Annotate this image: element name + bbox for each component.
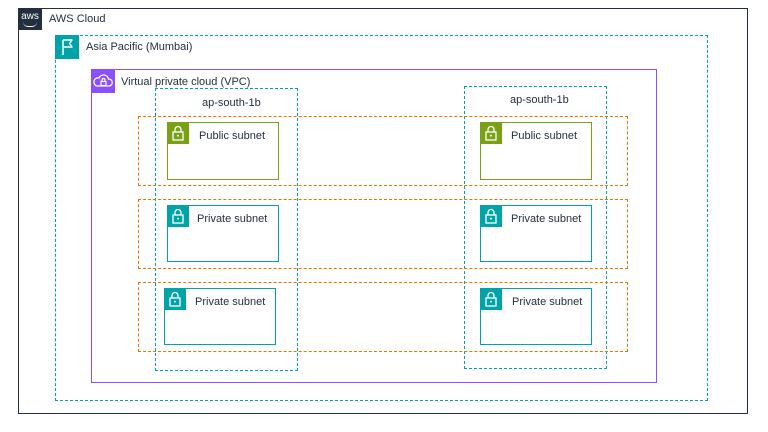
cloud-lock-icon — [91, 69, 115, 93]
availability-zone-left — [155, 88, 298, 371]
subnet-left-private-1-label: Private subnet — [197, 213, 268, 225]
subnet-left-public-label: Public subnet — [199, 130, 266, 142]
subnet-right-private-1-label: Private subnet — [511, 213, 582, 225]
aws-logo-icon: aws — [18, 8, 42, 30]
availability-zone-right-label: ap-south-1b — [510, 94, 569, 106]
aws-cloud-label: AWS Cloud — [49, 13, 106, 25]
padlock-icon — [167, 205, 189, 227]
vpc-group — [91, 69, 657, 383]
padlock-icon — [164, 288, 186, 310]
subnet-left-public — [167, 122, 279, 180]
padlock-icon — [480, 205, 502, 227]
subnet-right-private-1 — [480, 205, 592, 262]
region-label: Asia Pacific (Mumbai) — [86, 41, 193, 53]
subnet-row-private-2 — [138, 282, 628, 352]
aws-cloud-group — [18, 8, 748, 414]
subnet-right-private-2 — [480, 288, 592, 345]
subnet-left-private-2 — [164, 288, 276, 345]
subnet-right-private-2-label: Private subnet — [512, 296, 583, 308]
flag-icon — [55, 35, 79, 59]
padlock-icon — [480, 288, 502, 310]
subnet-row-private-1 — [138, 199, 628, 269]
padlock-icon — [480, 122, 502, 144]
aws-logo-text: aws — [21, 11, 39, 22]
subnet-left-private-2-label: Private subnet — [195, 296, 266, 308]
subnet-right-public-label: Public subnet — [511, 130, 578, 142]
availability-zone-left-label: ap-south-1b — [202, 97, 261, 109]
vpc-label: Virtual private cloud (VPC) — [121, 76, 251, 88]
subnet-left-private-1 — [167, 205, 279, 262]
padlock-icon — [167, 122, 189, 144]
subnet-right-public — [480, 122, 592, 180]
availability-zone-right — [464, 86, 607, 369]
subnet-row-public — [138, 116, 628, 186]
region-group — [55, 35, 708, 401]
